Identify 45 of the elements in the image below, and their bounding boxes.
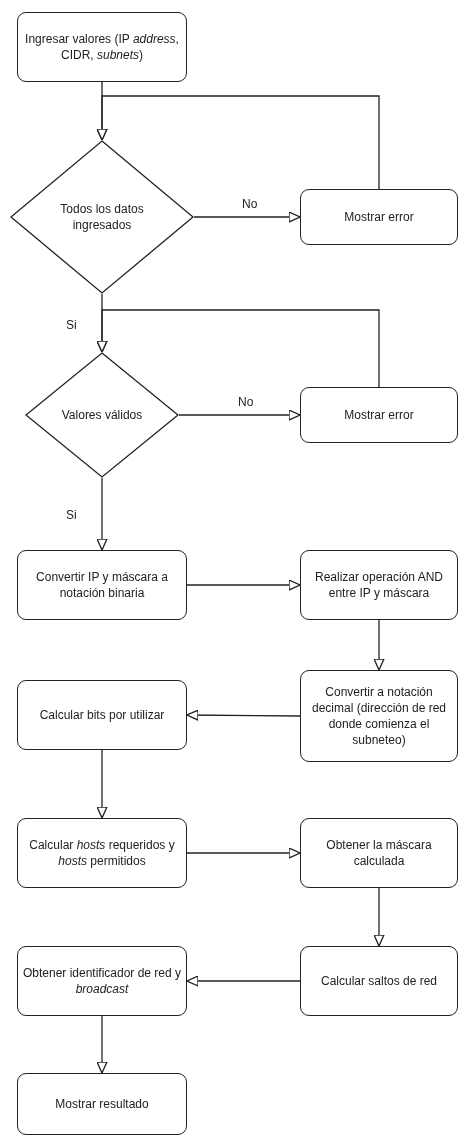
arrow (186, 579, 301, 591)
process-box (300, 387, 458, 443)
process-box (17, 12, 187, 82)
step-text: Mostrar resultado (54, 1095, 150, 1113)
process-box (300, 818, 458, 888)
arrow (186, 847, 301, 859)
arrow (96, 1015, 108, 1074)
step-text: Calcular hosts requeridos y hosts permitidos (28, 836, 176, 870)
edge-label: Si (64, 508, 79, 522)
process-box (300, 550, 458, 620)
edge-label: No (240, 197, 260, 211)
step-text: Valores válidos (60, 406, 144, 424)
process-box (300, 189, 458, 245)
arrow (96, 95, 380, 190)
process-box (17, 680, 187, 750)
process-box (17, 818, 187, 888)
process-box (17, 946, 187, 1016)
process-box (300, 946, 458, 1016)
step-text: Ingresar valores (IP address, CIDR, subnets) (24, 30, 180, 64)
edge-label: Si (64, 318, 79, 332)
process-box (300, 670, 458, 762)
arrow (178, 409, 301, 421)
arrow (373, 887, 385, 947)
step-text: Calcular saltos de red (319, 972, 439, 990)
process-box (17, 550, 187, 620)
arrow (193, 211, 301, 223)
step-text: Convertir IP y máscara a notación binaria (35, 568, 169, 602)
arrow (186, 709, 301, 721)
step-text: Obtener identificador de red y broadcast (21, 964, 183, 998)
arrow (96, 309, 380, 388)
step-text: Realizar operación AND entre IP y máscara (313, 568, 445, 602)
process-box (17, 1073, 187, 1135)
step-text: Mostrar error (343, 406, 415, 424)
arrow (96, 477, 108, 551)
decision-diamond (10, 140, 194, 294)
step-text: Mostrar error (343, 208, 415, 226)
step-text: Calcular bits por utilizar (38, 706, 166, 724)
arrow (186, 975, 301, 987)
decision-diamond (25, 352, 179, 478)
arrow (96, 749, 108, 819)
step-text: Todos los datos ingresados (59, 200, 145, 234)
step-text: Obtener la máscara calculada (325, 836, 433, 870)
arrow (373, 619, 385, 671)
step-text: Convertir a notación decimal (dirección de red donde comienza el subneteo) (310, 683, 448, 749)
edge-label: No (236, 395, 256, 409)
